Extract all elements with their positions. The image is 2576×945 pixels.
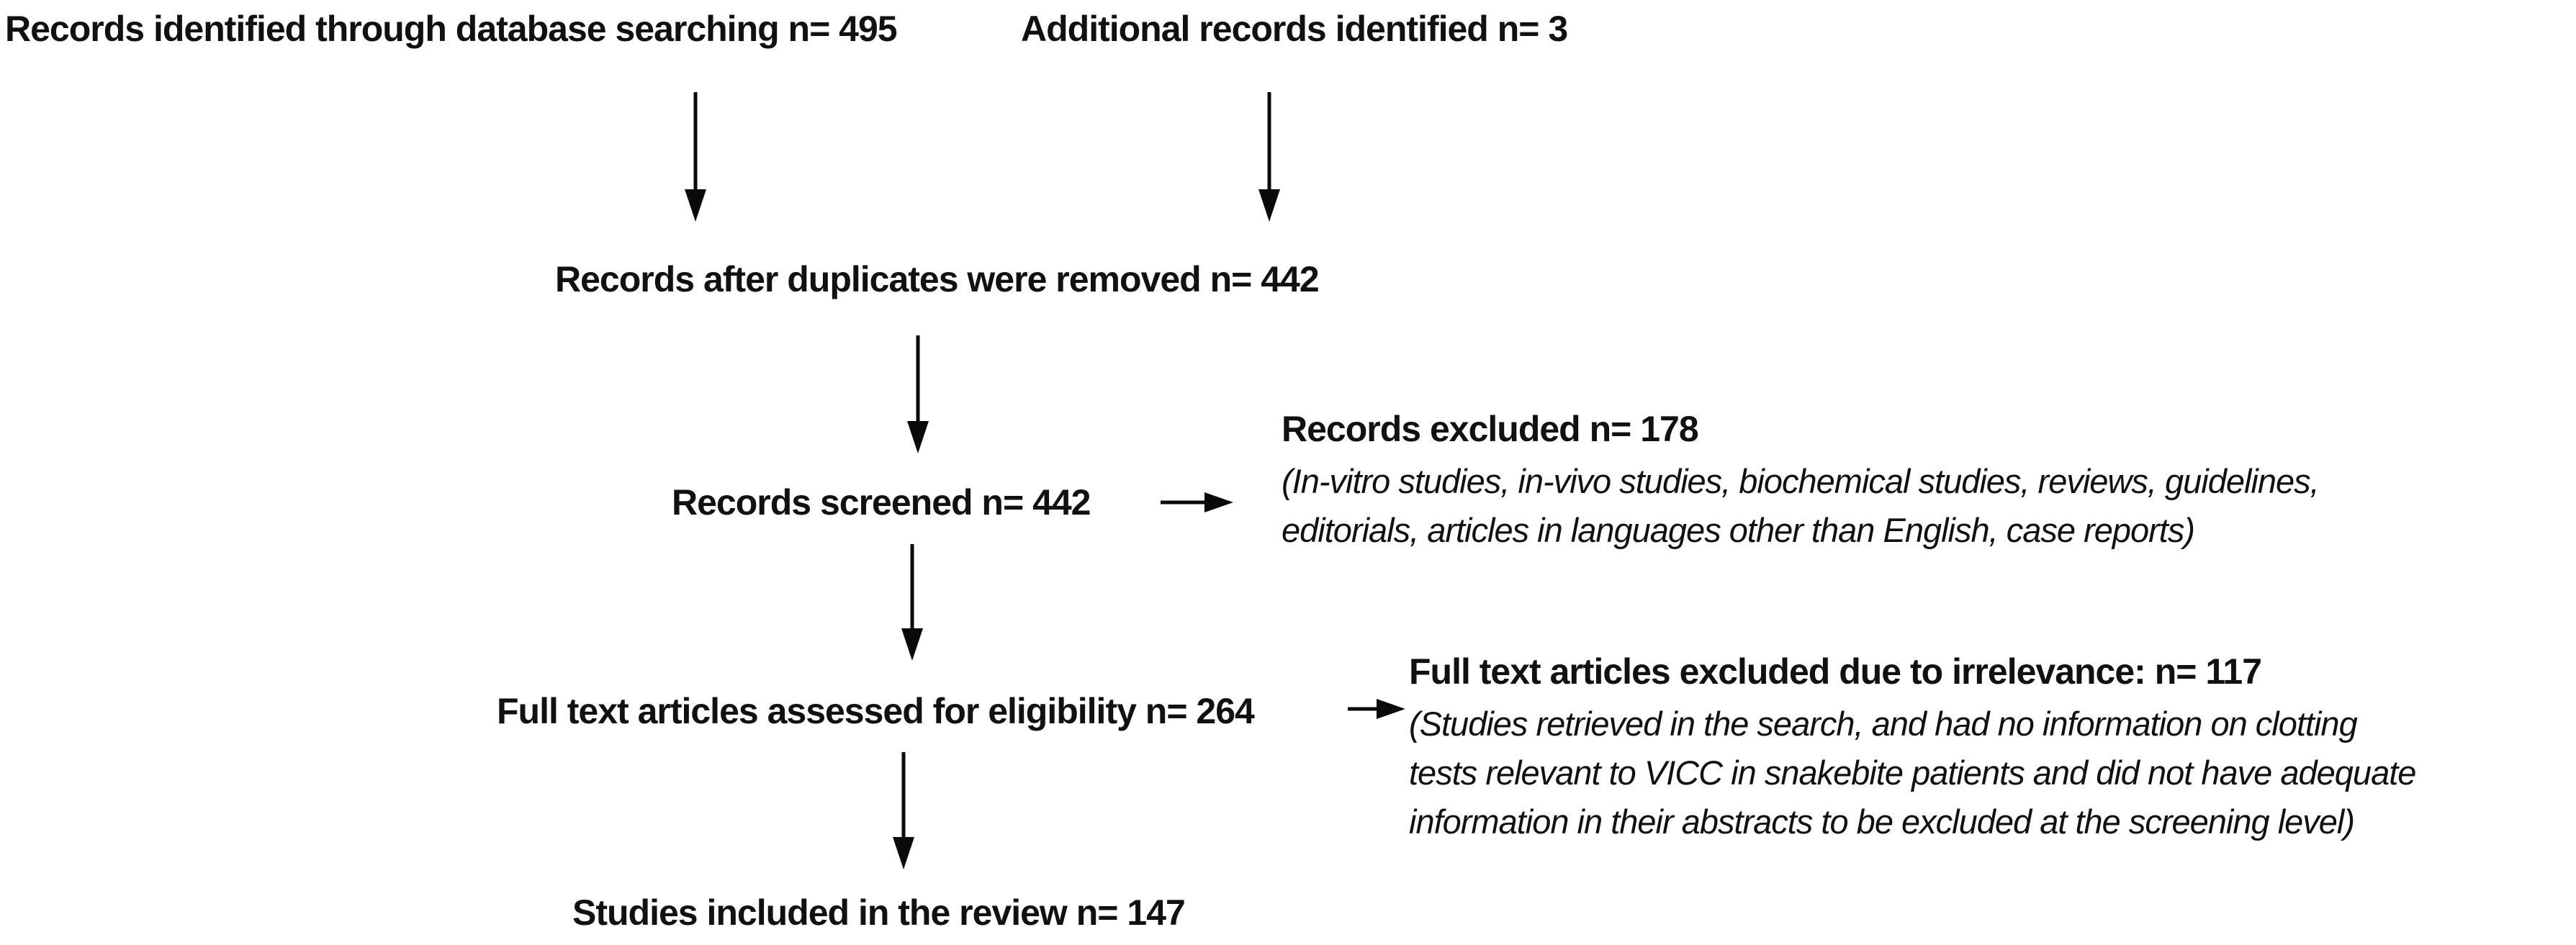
arrow-down-screened-to-fulltext (901, 544, 923, 661)
note-records-excluded-body: (In-vitro studies, in-vivo studies, bioc… (1282, 457, 2320, 555)
note-fulltext-excluded-body: (Studies retrieved in the search, and ha… (1409, 700, 2416, 846)
arrow-right-fulltext-to-excluded (1348, 699, 1405, 719)
note-fulltext-excluded-line: tests relevant to VICC in snakebite pati… (1409, 754, 2416, 792)
note-records-excluded-line: editorials, articles in languages other … (1282, 511, 2195, 549)
node-records-identified: Records identified through database sear… (5, 9, 898, 49)
node-records-screened: Records screened n= 442 (672, 482, 1091, 523)
arrow-down-identified-to-dedup (685, 92, 706, 222)
node-studies-included: Studies included in the review n= 147 (572, 892, 1186, 933)
note-records-excluded: Records excluded n= 178 (In-vitro studie… (1282, 407, 2320, 555)
arrow-right-screened-to-excluded (1161, 492, 1233, 512)
node-additional-records: Additional records identified n= 3 (1021, 9, 1568, 49)
arrow-down-additional-to-dedup (1258, 92, 1280, 222)
node-fulltext-assessed: Full text articles assessed for eligibil… (497, 691, 1255, 731)
note-fulltext-excluded-line: (Studies retrieved in the search, and ha… (1409, 705, 2358, 743)
note-fulltext-excluded-line: information in their abstracts to be exc… (1409, 802, 2355, 841)
note-records-excluded-title: Records excluded n= 178 (1282, 409, 1699, 449)
node-after-duplicates: Records after duplicates were removed n=… (555, 259, 1320, 299)
note-fulltext-excluded-title: Full text articles excluded due to irrel… (1409, 651, 2262, 692)
note-fulltext-excluded: Full text articles excluded due to irrel… (1409, 649, 2416, 846)
arrow-down-dedup-to-screened (907, 335, 929, 453)
note-records-excluded-line: (In-vitro studies, in-vivo studies, bioc… (1282, 462, 2320, 500)
arrow-down-fulltext-to-included (893, 752, 914, 869)
